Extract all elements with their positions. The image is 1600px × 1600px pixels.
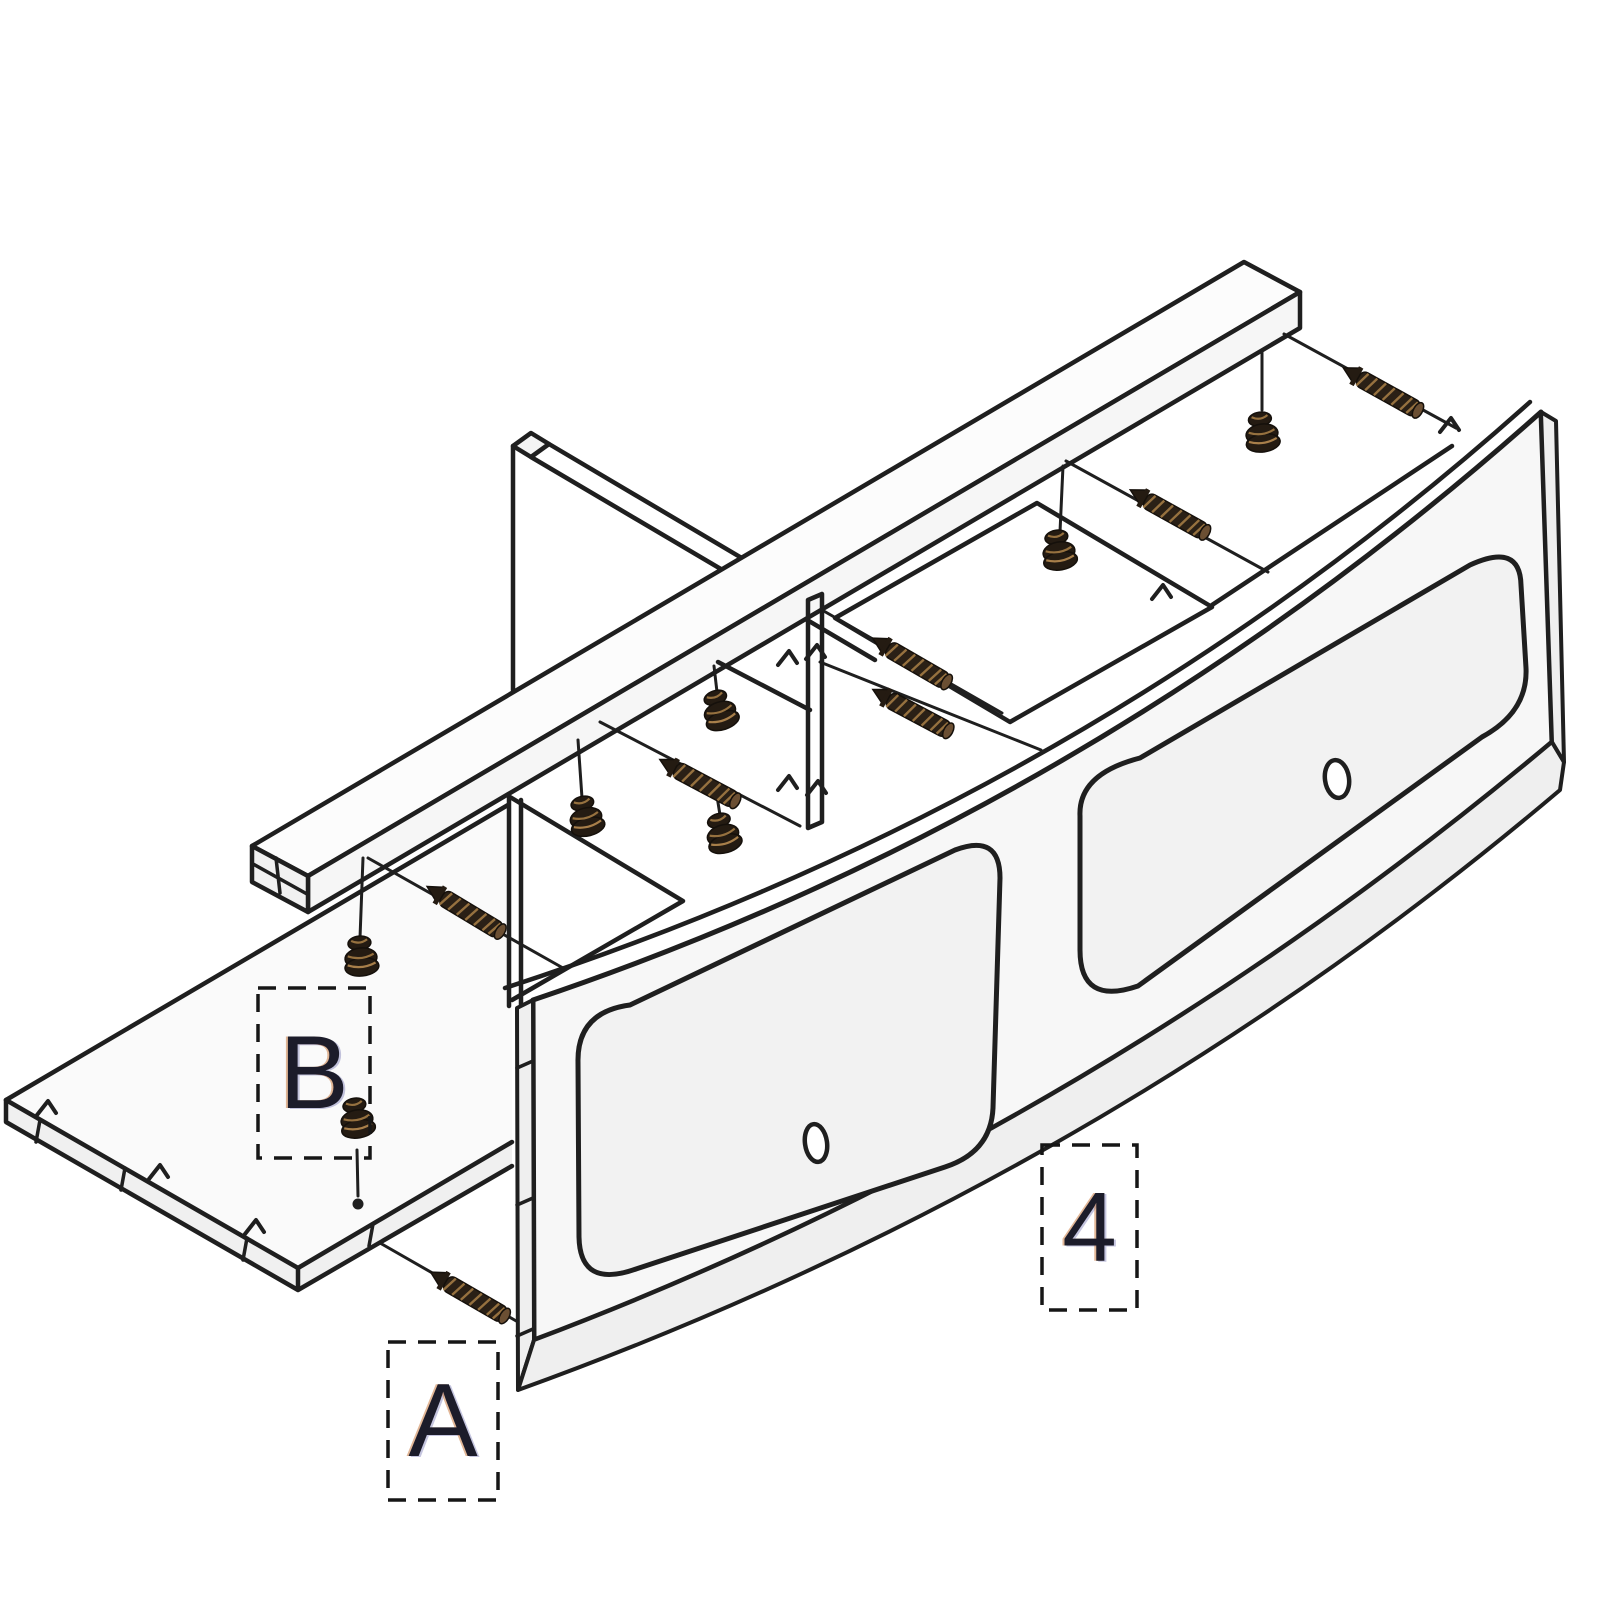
hinge-hole-tick (515, 1059, 535, 1338)
notch-arrow-icon (778, 651, 797, 665)
front-panel-right-band (1539, 410, 1566, 764)
middle-divider (805, 591, 825, 831)
cabinet-frame (502, 399, 1533, 1003)
left-door-recess (575, 843, 1003, 1278)
notch-arrow-icon (778, 776, 797, 790)
right-door-recess (1077, 554, 1529, 994)
cam-lock-icon (1037, 526, 1080, 574)
dowel-hole-tick (34, 1118, 375, 1262)
top-rail (249, 259, 1303, 915)
cam-hang-string (1058, 464, 1065, 534)
cam-hang-string (358, 856, 365, 940)
callout-box-b (256, 986, 372, 1160)
left-door-handle-hole (802, 1121, 830, 1165)
pin-icon (352, 1198, 364, 1210)
frame-front-edge (502, 399, 1533, 991)
callout-box-4 (1040, 1143, 1139, 1312)
part-label-b: B (279, 1014, 349, 1131)
dowel-screw-icon (423, 1263, 515, 1329)
cam-lock-icon (695, 684, 743, 736)
dowel-screw-icon (865, 629, 957, 695)
cam-hang-string (576, 738, 584, 800)
back-panel (506, 430, 878, 1011)
callout-box-a (386, 1340, 500, 1502)
back-panel-top-cap (510, 430, 552, 460)
cam-pin-stem (355, 1148, 360, 1198)
frame-middle-compartment (832, 500, 1215, 725)
cam-hang-string (712, 664, 719, 694)
right-door-handle-hole (1322, 757, 1352, 801)
dowel-screw-icon (1123, 480, 1215, 545)
cam-lock-icon (1241, 408, 1283, 456)
dowel-screw-icon (653, 750, 746, 813)
frame-right-back-edge (1209, 443, 1455, 608)
notch-arrow-icon (1152, 585, 1171, 599)
screw-guide-line (818, 660, 1043, 752)
front-door-panel (515, 409, 1566, 1392)
part-label-panel-number: 4 (1062, 1172, 1117, 1282)
callout-boxes (256, 986, 1139, 1502)
part-label-a: A (408, 1362, 478, 1479)
bottom-panel-edge-band (6, 1100, 512, 1290)
cam-lock-icon (699, 808, 746, 859)
dowel-screw-icon (1336, 358, 1428, 423)
frame-left-compartment (507, 659, 813, 1003)
